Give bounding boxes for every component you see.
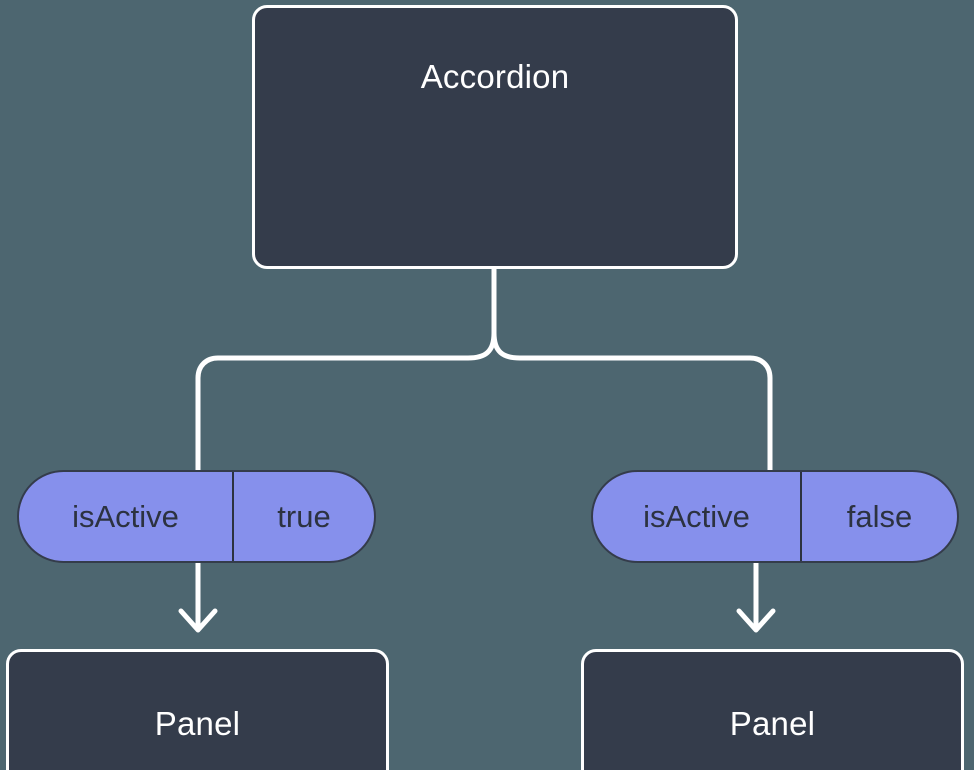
connector-root-to-left <box>195 265 497 473</box>
node-accordion[interactable]: Accordion <box>252 5 738 269</box>
node-accordion-title: Accordion <box>420 58 570 95</box>
connector-root-to-right <box>491 265 773 473</box>
node-panel-right[interactable]: Panel <box>581 649 964 770</box>
prop-pill-is-active-true-key: isActive <box>72 498 179 534</box>
arrow-right-pill-to-panel <box>736 563 776 633</box>
prop-pill-is-active-false-value: false <box>800 472 957 561</box>
node-panel-left-title: Panel <box>154 705 241 742</box>
arrow-head-icon <box>736 608 776 633</box>
arrow-left-pill-to-panel <box>178 563 218 633</box>
prop-pill-is-active-true-value: true <box>232 472 374 561</box>
node-panel-right-title: Panel <box>729 705 816 742</box>
prop-pill-is-active-true[interactable]: isActive true <box>17 470 376 563</box>
prop-pill-is-active-false[interactable]: isActive false <box>591 470 959 563</box>
node-panel-left[interactable]: Panel <box>6 649 389 770</box>
prop-pill-is-active-false-key: isActive <box>643 498 750 534</box>
arrow-head-icon <box>178 608 218 633</box>
